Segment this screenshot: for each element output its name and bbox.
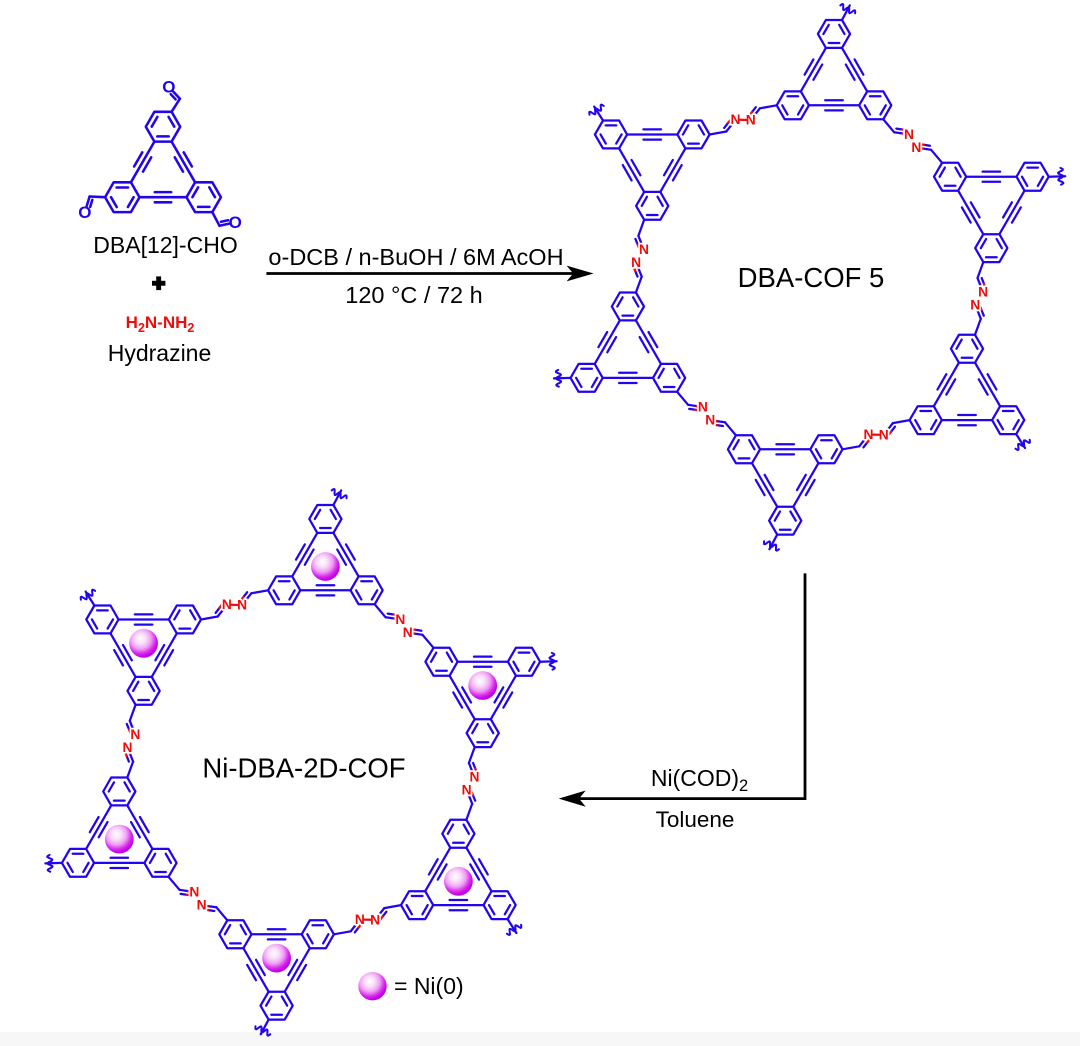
svg-text:O: O (78, 203, 91, 222)
svg-text:O: O (229, 213, 242, 232)
svg-text:N: N (639, 242, 649, 257)
svg-text:120 °C / 72 h: 120 °C / 72 h (345, 282, 482, 308)
svg-text:N: N (123, 740, 133, 755)
svg-text:DBA[12]-CHO: DBA[12]-CHO (93, 232, 237, 258)
svg-text:N: N (731, 112, 741, 127)
svg-text:N: N (911, 140, 921, 155)
svg-text:O: O (162, 78, 175, 97)
svg-text:N: N (197, 898, 207, 913)
svg-text:N: N (222, 597, 232, 612)
svg-text:o-DCB / n-BuOH / 6M AcOH: o-DCB / n-BuOH / 6M AcOH (268, 244, 563, 270)
svg-text:N: N (698, 399, 708, 414)
svg-text:= Ni(0): = Ni(0) (394, 973, 464, 999)
svg-text:Hydrazine: Hydrazine (108, 340, 212, 366)
svg-text:N: N (631, 255, 641, 270)
svg-text:N: N (970, 297, 980, 312)
svg-text:N: N (705, 413, 715, 428)
svg-text:N: N (904, 127, 914, 142)
svg-text:N: N (746, 113, 756, 128)
svg-text:N: N (403, 625, 413, 640)
svg-text:DBA-COF 5: DBA-COF 5 (738, 262, 885, 293)
svg-text:Ni(COD)2: Ni(COD)2 (651, 765, 748, 795)
svg-text:N: N (879, 427, 889, 442)
svg-text:N: N (978, 284, 988, 299)
svg-text:N: N (370, 912, 380, 927)
svg-text:N: N (130, 727, 140, 742)
svg-text:Ni-DBA-2D-COF: Ni-DBA-2D-COF (202, 753, 405, 784)
svg-text:N: N (462, 782, 472, 797)
svg-text:Toluene: Toluene (656, 807, 735, 832)
svg-text:N: N (395, 612, 405, 627)
svg-text:N: N (355, 912, 365, 927)
svg-text:N: N (864, 427, 874, 442)
svg-text:N: N (189, 884, 199, 899)
svg-text:H2N-NH2: H2N-NH2 (126, 313, 195, 335)
svg-text:N: N (237, 598, 247, 613)
svg-text:N: N (470, 769, 480, 784)
